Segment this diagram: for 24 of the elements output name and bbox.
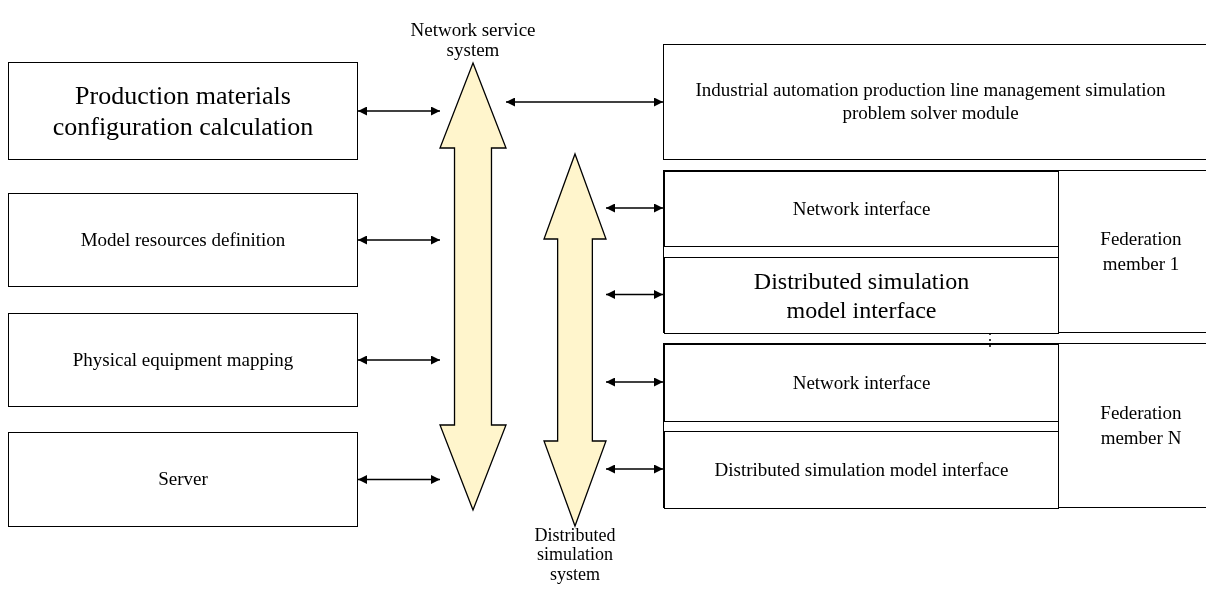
double-arrow xyxy=(357,475,441,484)
double-arrow xyxy=(605,377,664,387)
system-label: Network service system xyxy=(409,19,537,61)
double-arrow xyxy=(505,97,664,107)
process-box: Physical equipment mapping xyxy=(8,313,358,407)
process-box: Server xyxy=(8,432,358,527)
double-arrow xyxy=(605,203,664,213)
process-box: Model resources definition xyxy=(8,193,358,287)
federation-panel xyxy=(663,343,1206,508)
system-label: Distributed simulation system xyxy=(533,526,617,585)
double-arrow xyxy=(605,464,664,474)
double-arrow xyxy=(357,106,441,116)
double-arrow xyxy=(605,290,664,299)
double-arrow xyxy=(357,235,441,245)
federation-panel xyxy=(663,170,1206,333)
process-box: Distributed simulation model interface xyxy=(664,257,1059,334)
process-box: Network interface xyxy=(664,344,1059,422)
process-box: Industrial automation production line management simulation problem solver module xyxy=(663,44,1206,160)
process-box: Distributed simulation model interface xyxy=(664,431,1059,509)
federation-label: Federation member N xyxy=(1099,400,1183,450)
process-box: Network interface xyxy=(664,171,1059,247)
double-arrow xyxy=(357,355,441,365)
process-box: Production materials configuration calculation xyxy=(8,62,358,160)
federation-label: Federation member 1 xyxy=(1099,226,1183,276)
